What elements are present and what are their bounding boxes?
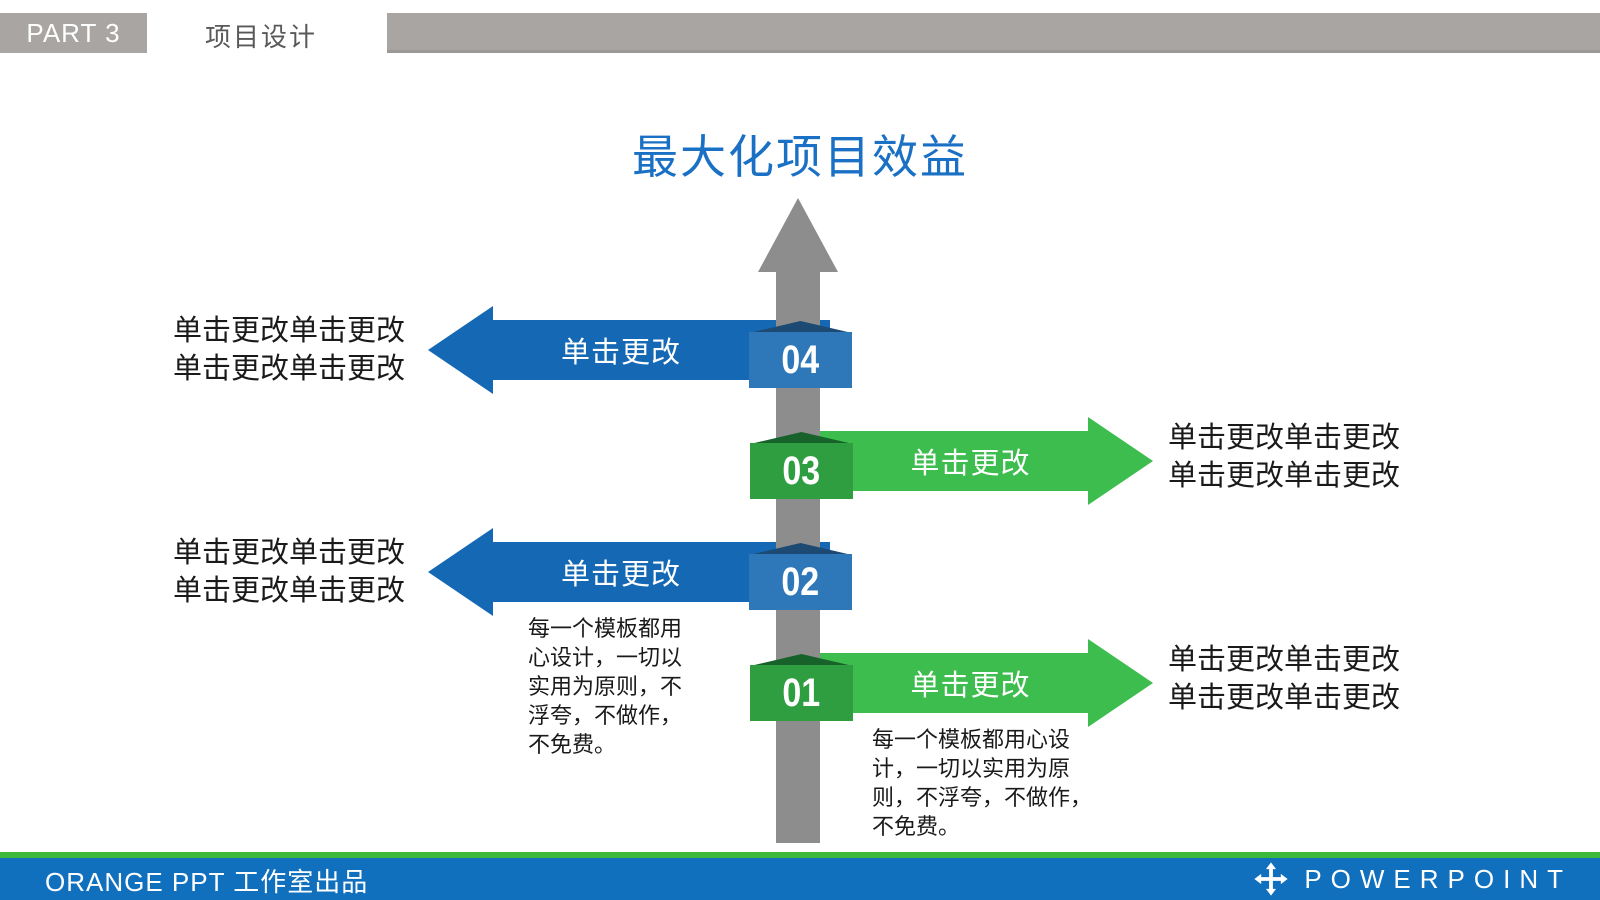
footer-brand: POWERPOINT xyxy=(1252,858,1572,900)
note-right-line3: 则，不浮夸，不做作， xyxy=(872,785,1093,810)
footer-brand-text: POWERPOINT xyxy=(1304,863,1572,894)
note-right-line1: 每一个模板都用心设 xyxy=(872,727,1071,752)
note-right-line2: 计，一切以实用为原 xyxy=(872,756,1071,781)
row-01-description-line2: 单击更改单击更改 xyxy=(1168,682,1401,714)
row-02-description: 单击更改单击更改 单击更改单击更改 xyxy=(168,534,410,610)
footer-accent-line xyxy=(0,852,1600,858)
footer-credit: ORANGE PPT 工作室出品 xyxy=(45,866,369,897)
row-04-arrow-label: 单击更改 xyxy=(560,337,681,369)
note-left-line5: 不免费。 xyxy=(528,732,617,757)
row-01-arrow-label: 单击更改 xyxy=(910,670,1031,702)
row-04-left-arrow-head-icon xyxy=(428,306,493,394)
note-left-line4: 浮夸，不做作， xyxy=(528,703,683,728)
row-01-description: 单击更改单击更改 单击更改单击更改 xyxy=(1168,641,1410,717)
note-left-line2: 心设计，一切以 xyxy=(528,645,683,670)
note-left: 每一个模板都用 心设计，一切以 实用为原则，不 浮夸，不做作， 不免费。 xyxy=(528,614,710,759)
row-02-left-arrow-head-icon xyxy=(428,528,493,616)
row-02-number-tag: 02 xyxy=(749,554,852,610)
row-03-description: 单击更改单击更改 单击更改单击更改 xyxy=(1168,419,1410,495)
row-03-description-line1: 单击更改单击更改 xyxy=(1168,422,1401,454)
page-title: 最大化项目效益 xyxy=(632,131,968,183)
note-left-line3: 实用为原则，不 xyxy=(528,674,683,699)
row-01-number-tag: 01 xyxy=(750,665,853,721)
row-02-arrow-label: 单击更改 xyxy=(560,559,681,591)
up-arrow-head-icon xyxy=(758,198,838,272)
row-03-description-line2: 单击更改单击更改 xyxy=(1168,460,1401,492)
row-03-right-arrow-head-icon xyxy=(1088,417,1153,505)
row-01-number: 01 xyxy=(782,670,821,715)
row-03-number: 03 xyxy=(782,448,821,493)
row-04-description: 单击更改单击更改 单击更改单击更改 xyxy=(168,312,410,388)
row-04-description-line1: 单击更改单击更改 xyxy=(172,315,405,347)
header-bar xyxy=(387,13,1600,53)
row-02-number: 02 xyxy=(781,559,820,604)
row-02-description-line1: 单击更改单击更改 xyxy=(172,537,405,569)
row-04-number-tag: 04 xyxy=(749,332,852,388)
row-04-number: 04 xyxy=(781,337,820,382)
row-01-description-line1: 单击更改单击更改 xyxy=(1168,644,1401,676)
note-right: 每一个模板都用心设 计，一切以实用为原 则，不浮夸，不做作， 不免费。 xyxy=(872,725,1117,841)
row-01-right-arrow-head-icon xyxy=(1088,639,1153,727)
note-right-line4: 不免费。 xyxy=(872,814,961,839)
part-number-box: PART 3 xyxy=(0,13,147,53)
part-number-label: PART 3 xyxy=(26,17,121,48)
row-03-arrow-label: 单击更改 xyxy=(910,448,1031,480)
row-03-number-tag: 03 xyxy=(750,443,853,499)
compass-move-icon xyxy=(1254,862,1288,896)
note-left-line1: 每一个模板都用 xyxy=(528,616,683,641)
row-02-description-line2: 单击更改单击更改 xyxy=(172,575,405,607)
row-04-description-line2: 单击更改单击更改 xyxy=(172,353,405,385)
section-title: 项目设计 xyxy=(205,22,318,52)
footer-bar xyxy=(0,858,1600,900)
